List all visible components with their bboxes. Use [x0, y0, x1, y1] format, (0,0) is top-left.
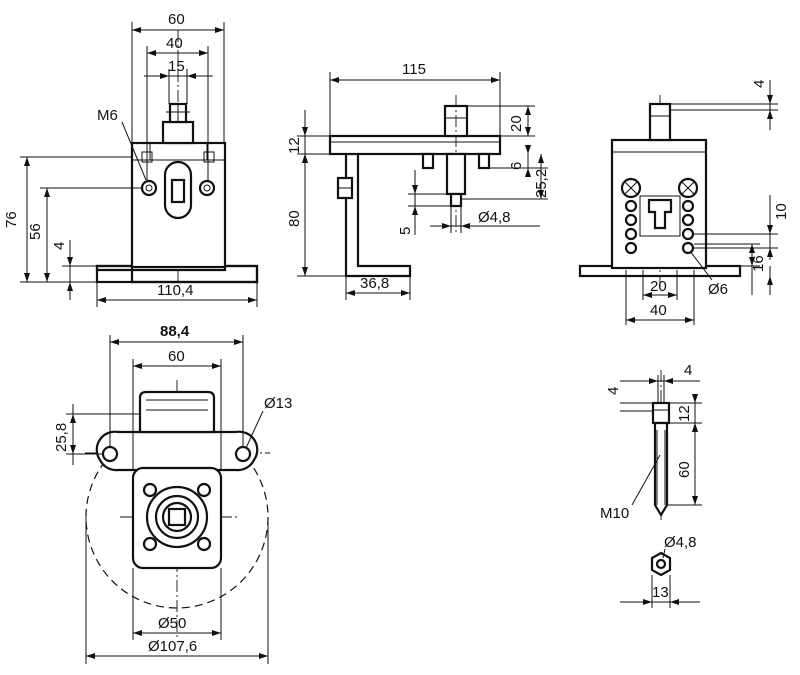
- dim-20-side: 20: [508, 115, 525, 132]
- dim-80: 80: [286, 210, 303, 227]
- dim-12-side: 12: [286, 137, 303, 154]
- dim-60-pin: 60: [676, 461, 693, 478]
- dim-36-8: 36,8: [360, 275, 389, 292]
- dim-4-rear: 4: [751, 80, 768, 88]
- dim-60-top: 60: [168, 348, 185, 365]
- dim-4-front: 4: [51, 242, 68, 250]
- front-view: 60 40 15 M6 76 56 4: [3, 11, 259, 307]
- dim-12-pin: 12: [676, 405, 693, 422]
- dim-dia-4-8-pin: Ø4,8: [664, 534, 697, 551]
- dim-10: 10: [773, 203, 790, 220]
- dim-88-4: 88,4: [160, 323, 190, 340]
- pin-detail: 4 4 12 60 M10 13 Ø4,8: [600, 362, 702, 608]
- dim-110-4: 110,4: [157, 282, 193, 299]
- dim-dia-4-8-side: Ø4,8: [478, 209, 511, 226]
- dim-76: 76: [3, 211, 20, 228]
- dim-4-pin-left: 4: [605, 387, 622, 395]
- dim-40: 40: [166, 35, 183, 52]
- dim-60: 60: [168, 11, 185, 28]
- dim-25-8: 25,8: [53, 423, 70, 452]
- dim-dia-6: Ø6: [708, 281, 728, 298]
- dim-dia-13: Ø13: [264, 395, 292, 412]
- dim-6-side: 6: [508, 162, 525, 170]
- dim-25-2: 25,2: [533, 169, 550, 198]
- dim-56: 56: [27, 223, 44, 240]
- label-m6: M6: [97, 107, 118, 124]
- dim-40-rear: 40: [650, 302, 667, 319]
- dim-16: 16: [750, 255, 767, 272]
- dim-115: 115: [402, 61, 426, 78]
- label-m10: M10: [600, 505, 629, 522]
- dim-20-rear: 20: [650, 278, 667, 295]
- dim-13: 13: [652, 584, 669, 601]
- dim-4-pin-right: 4: [684, 362, 692, 379]
- dim-dia-107-6: Ø107,6: [148, 638, 197, 655]
- top-view: 88,4 60 25,8 Ø13 Ø50 Ø107,6: [53, 323, 292, 664]
- dim-5: 5: [397, 227, 414, 235]
- side-view: 115 12 80 20 6 25,2: [286, 61, 550, 300]
- dim-dia-50: Ø50: [158, 615, 186, 632]
- dim-15: 15: [168, 58, 185, 75]
- rear-view: 4 10 16 20 40 Ø6: [578, 80, 790, 325]
